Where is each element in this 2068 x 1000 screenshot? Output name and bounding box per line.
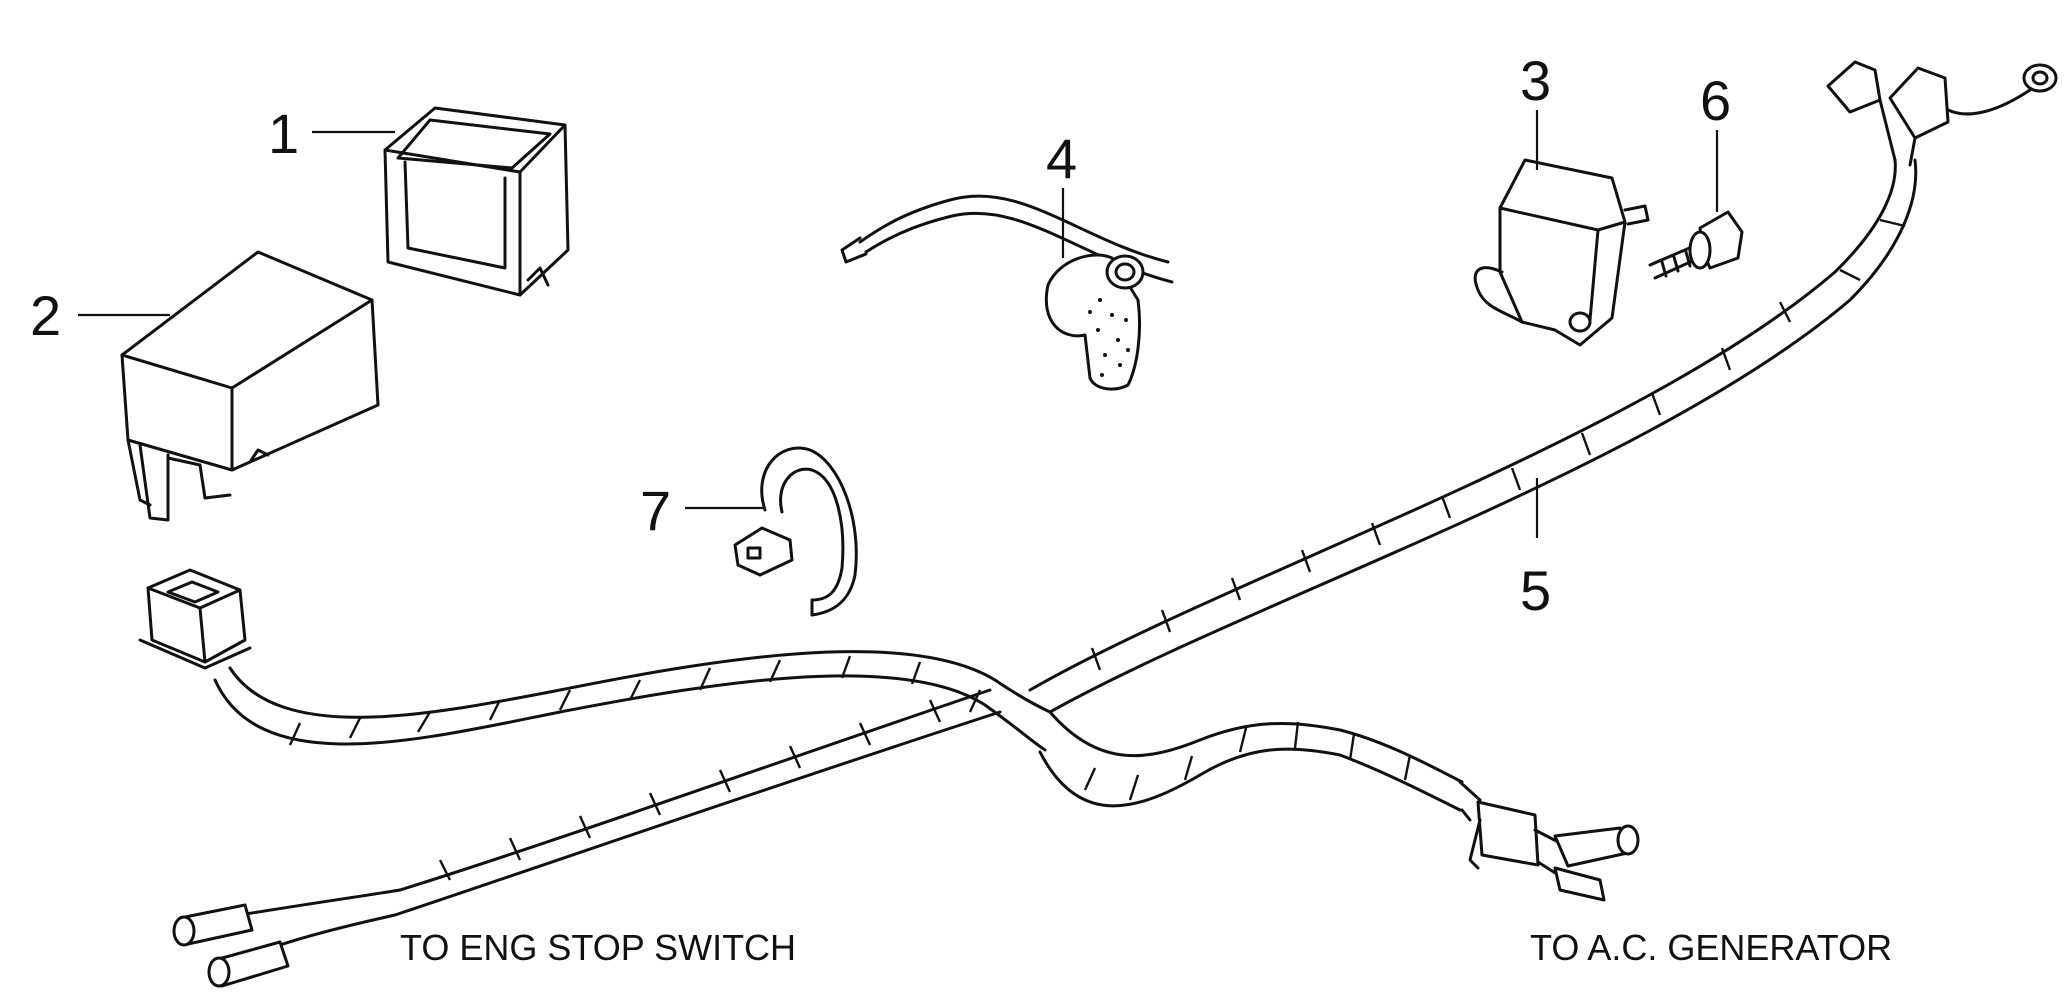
part-3-ignition-coil	[840, 158, 1650, 347]
callout-3: 3	[1520, 49, 1551, 112]
callout-7: 7	[640, 479, 671, 542]
callout-2: 2	[30, 284, 61, 347]
part-5-wire-harness	[138, 60, 2058, 988]
callout-4: 4	[1046, 127, 1077, 190]
callout-5: 5	[1520, 559, 1551, 622]
part-7-harness-band	[733, 446, 858, 617]
callout-1: 1	[268, 102, 299, 165]
label-to-eng-stop-switch: TO ENG STOP SWITCH	[400, 927, 796, 968]
label-to-ac-generator: TO A.C. GENERATOR	[1530, 927, 1892, 968]
part-1-cover	[383, 106, 570, 297]
part-2-relay	[120, 250, 380, 522]
part-6-bolt	[1648, 210, 1744, 280]
part-4-spark-plug-cap	[1044, 253, 1145, 391]
callout-6: 6	[1700, 69, 1731, 132]
